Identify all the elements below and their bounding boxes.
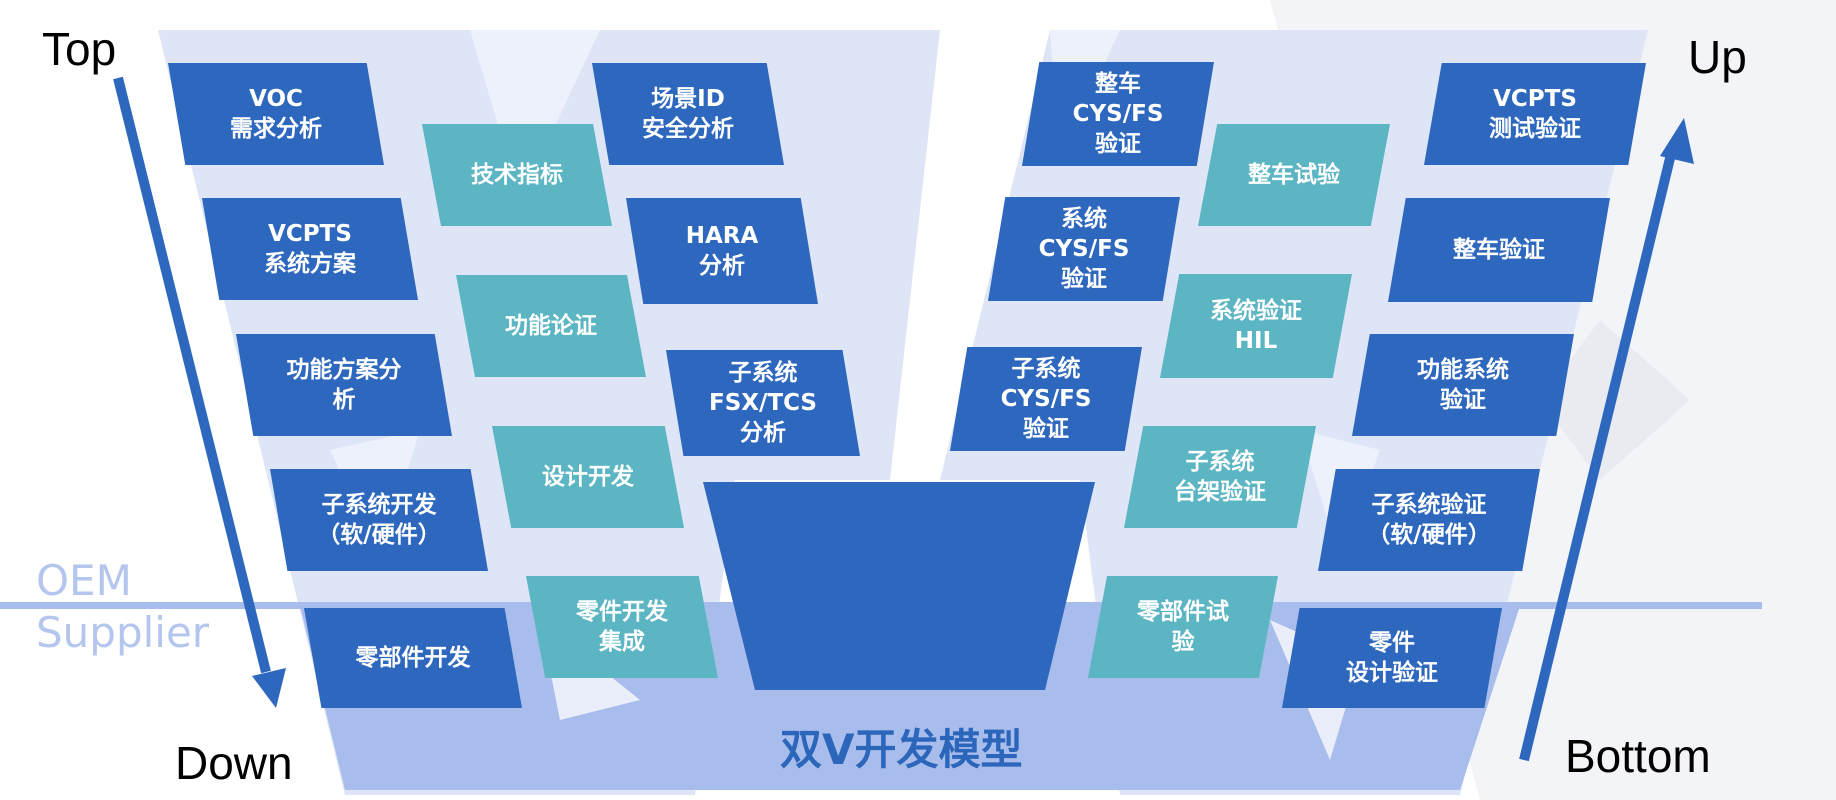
label-oem: OEM (36, 556, 132, 605)
box-function-system-verification: 功能系统 验证 (1352, 334, 1574, 436)
box-vcpts-test-verification: VCPTS 测试验证 (1424, 63, 1646, 165)
diagram-title: 双V开发模型 (780, 725, 1023, 774)
box-hara-analysis: HARA 分析 (626, 198, 818, 304)
down-arrow-head (252, 668, 286, 708)
box-subsystem-development: 子系统开发 （软/硬件） (270, 469, 488, 571)
label-top: Top (42, 23, 117, 75)
box-function-demonstration: 功能论证 (456, 275, 646, 377)
center-v-block (703, 482, 1095, 690)
box-component-test: 零部件试 验 (1088, 576, 1278, 678)
up-arrow-head (1660, 118, 1694, 164)
box-subsystem-cys-fs-verification: 子系统 CYS/FS 验证 (950, 347, 1142, 451)
box-technical-indicators: 技术指标 (422, 124, 612, 226)
label-bottom: Bottom (1565, 730, 1711, 782)
box-vcpts-system-solution: VCPTS 系统方案 (202, 198, 418, 300)
box-subsystem-bench-verification: 子系统 台架验证 (1124, 426, 1316, 528)
up-arrow-shaft (1519, 148, 1677, 762)
label-supplier: Supplier (36, 608, 210, 657)
box-voc-requirement-analysis: VOC 需求分析 (168, 63, 384, 165)
box-vehicle-test: 整车试验 (1198, 124, 1390, 226)
box-subsystem-verification: 子系统验证 （软/硬件） (1318, 469, 1540, 571)
box-component-development: 零部件开发 (304, 608, 522, 708)
box-system-cys-fs-verification: 系统 CYS/FS 验证 (988, 197, 1180, 301)
box-design-development: 设计开发 (492, 426, 684, 528)
box-part-design-verification: 零件 设计验证 (1282, 608, 1502, 708)
down-arrow-shaft (113, 76, 271, 674)
box-vehicle-verification: 整车验证 (1388, 198, 1610, 302)
highlight-1 (470, 30, 600, 200)
label-down: Down (175, 737, 293, 789)
box-vehicle-cys-fs-verification: 整车 CYS/FS 验证 (1022, 62, 1214, 166)
box-part-development-integration: 零件开发 集成 (526, 576, 718, 678)
box-system-verification-hil: 系统验证 HIL (1160, 274, 1352, 378)
box-function-solution-analysis: 功能方案分 析 (236, 334, 452, 436)
label-up: Up (1688, 31, 1747, 83)
box-scenario-id-safety-analysis: 场景ID 安全分析 (592, 63, 784, 165)
box-subsystem-fsx-tcs-analysis: 子系统 FSX/TCS 分析 (666, 350, 860, 456)
